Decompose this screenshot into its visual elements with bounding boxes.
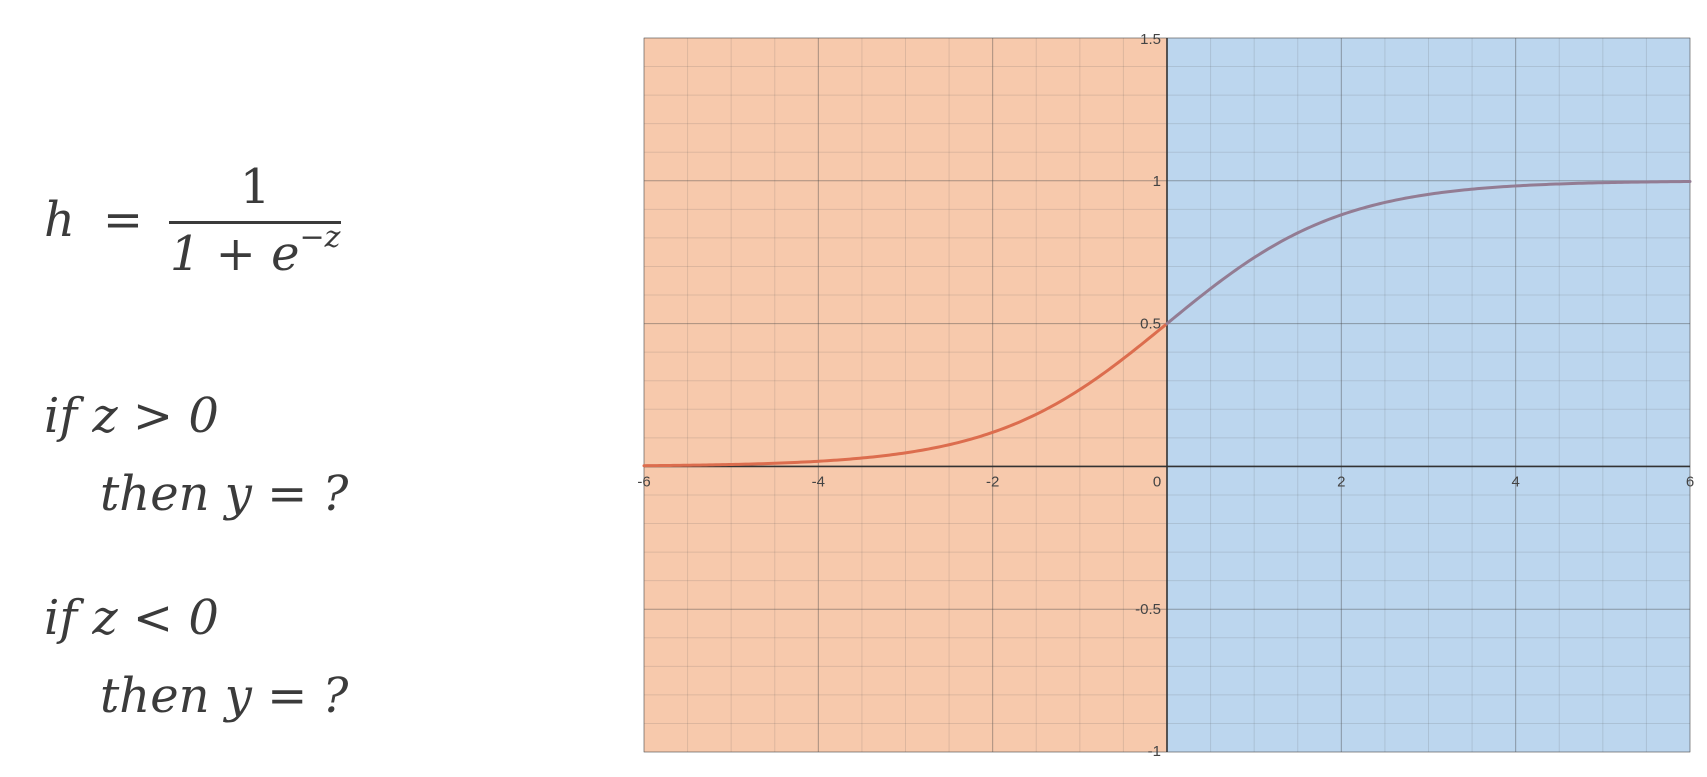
condition-negative: if z < 0: [44, 590, 219, 646]
x-tick-label: -6: [637, 473, 650, 490]
formula-equals: =: [102, 192, 144, 248]
formula-fraction: 1 1 + e−z: [169, 158, 342, 282]
y-tick-label: 1: [1153, 173, 1161, 190]
y-tick-label: -0.5: [1135, 601, 1161, 618]
sigmoid-curve-0: [642, 322, 1169, 468]
denominator-base: 1 + e: [169, 225, 300, 282]
formula-lhs: h: [44, 192, 75, 248]
region-layer: [644, 38, 1690, 752]
region-1: [1167, 38, 1690, 752]
region-0: [644, 38, 1167, 752]
sigmoid-curve-1: [1165, 180, 1692, 326]
tick-label-layer: -6 -4 -2 0 2 4 6 1.5 1 0.5 -0.5 -1: [637, 31, 1694, 760]
condition-positive: if z > 0: [44, 388, 219, 444]
fraction-bar: [169, 220, 342, 224]
x-tick-label: -4: [812, 473, 825, 490]
result-positive: then y = ?: [100, 466, 349, 522]
formula-denominator: 1 + e−z: [169, 220, 341, 282]
grid-layer: [643, 37, 1691, 753]
y-tick-label: 0.5: [1140, 316, 1161, 333]
formula-numerator: 1: [239, 158, 271, 215]
x-tick-label: 4: [1511, 473, 1519, 490]
sigmoid-formula: h = 1 1 + e−z: [44, 150, 342, 290]
x-tick-label: -2: [986, 473, 999, 490]
result-negative: then y = ?: [100, 668, 349, 724]
curve-layer: [642, 180, 1692, 468]
axes-layer: [644, 38, 1690, 752]
x-tick-label: 6: [1686, 473, 1694, 490]
y-tick-label: -1: [1148, 743, 1161, 760]
x-tick-label: 0: [1153, 473, 1161, 490]
denominator-exponent: −z: [299, 219, 341, 255]
x-tick-label: 2: [1337, 473, 1345, 490]
y-tick-label: 1.5: [1140, 31, 1161, 48]
